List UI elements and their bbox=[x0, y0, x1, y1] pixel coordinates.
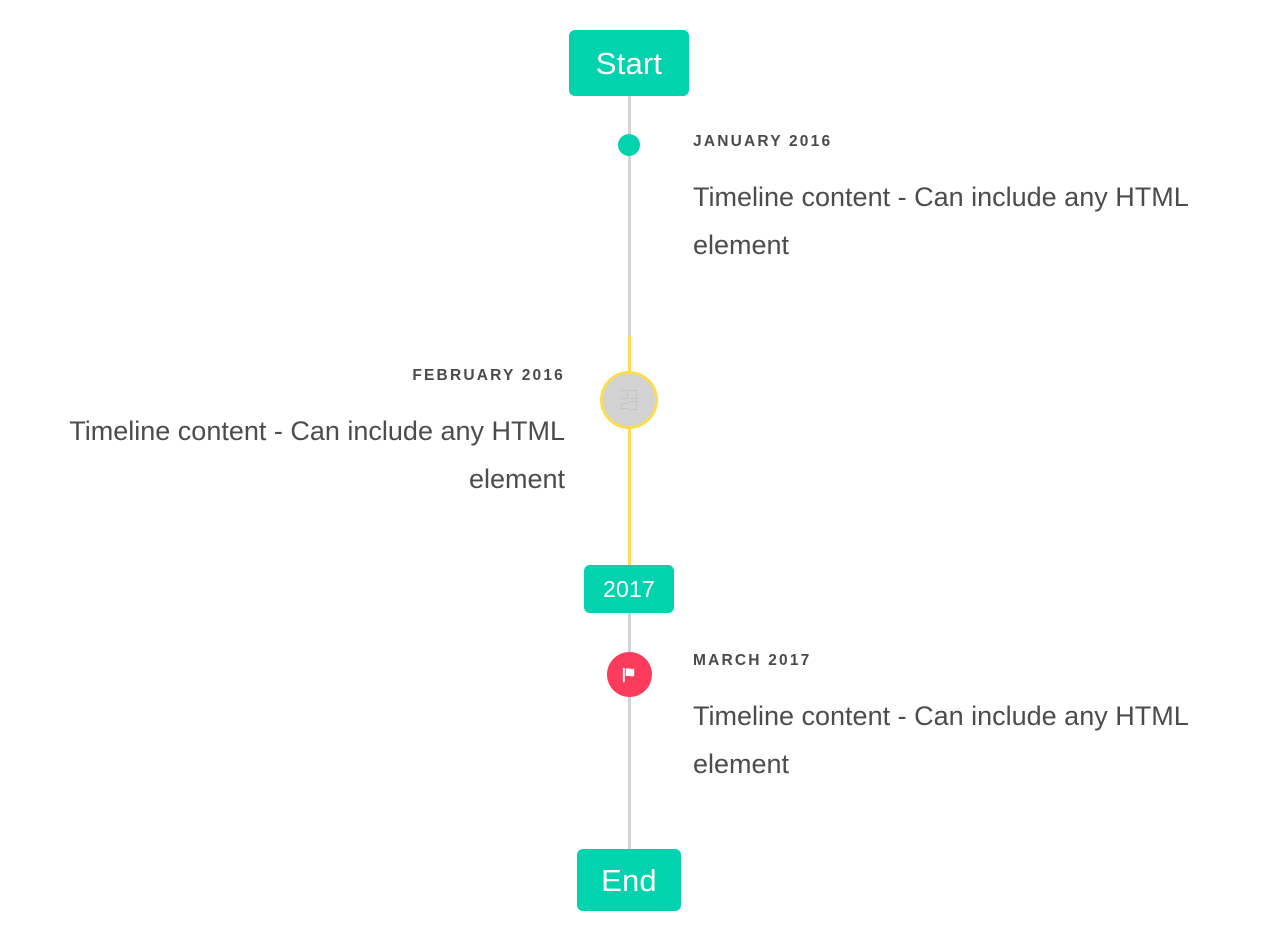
event-date-label: FEBRUARY 2016 bbox=[412, 367, 565, 384]
timeline-event-january-2016: JANUARY 2016 Timeline content - Can incl… bbox=[693, 134, 1233, 269]
timeline-rail-segment-bottom bbox=[628, 612, 631, 851]
timeline-marker-january-2016[interactable] bbox=[618, 134, 640, 156]
timeline-rail-segment-top bbox=[628, 96, 631, 336]
event-date-label: JANUARY 2016 bbox=[693, 133, 833, 150]
missing-glyph-icon bbox=[621, 390, 637, 410]
event-date-label: MARCH 2017 bbox=[693, 652, 812, 669]
timeline-marker-february-2016[interactable] bbox=[600, 371, 658, 429]
timeline-start-badge[interactable]: Start bbox=[569, 30, 689, 96]
timeline-event-march-2017: MARCH 2017 Timeline content - Can includ… bbox=[693, 653, 1233, 788]
event-body-text: Timeline content - Can include any HTML … bbox=[69, 415, 565, 494]
timeline-marker-march-2017[interactable] bbox=[607, 652, 652, 697]
timeline-milestone-badge-2017[interactable]: 2017 bbox=[584, 565, 674, 613]
event-body-text: Timeline content - Can include any HTML … bbox=[693, 700, 1188, 779]
flag-icon bbox=[622, 667, 634, 682]
event-body-text: Timeline content - Can include any HTML … bbox=[693, 181, 1188, 260]
timeline-end-badge[interactable]: End bbox=[577, 849, 681, 911]
timeline-event-february-2016: FEBRUARY 2016 Timeline content - Can inc… bbox=[30, 368, 565, 503]
timeline-rail-segment-highlighted bbox=[628, 336, 631, 566]
